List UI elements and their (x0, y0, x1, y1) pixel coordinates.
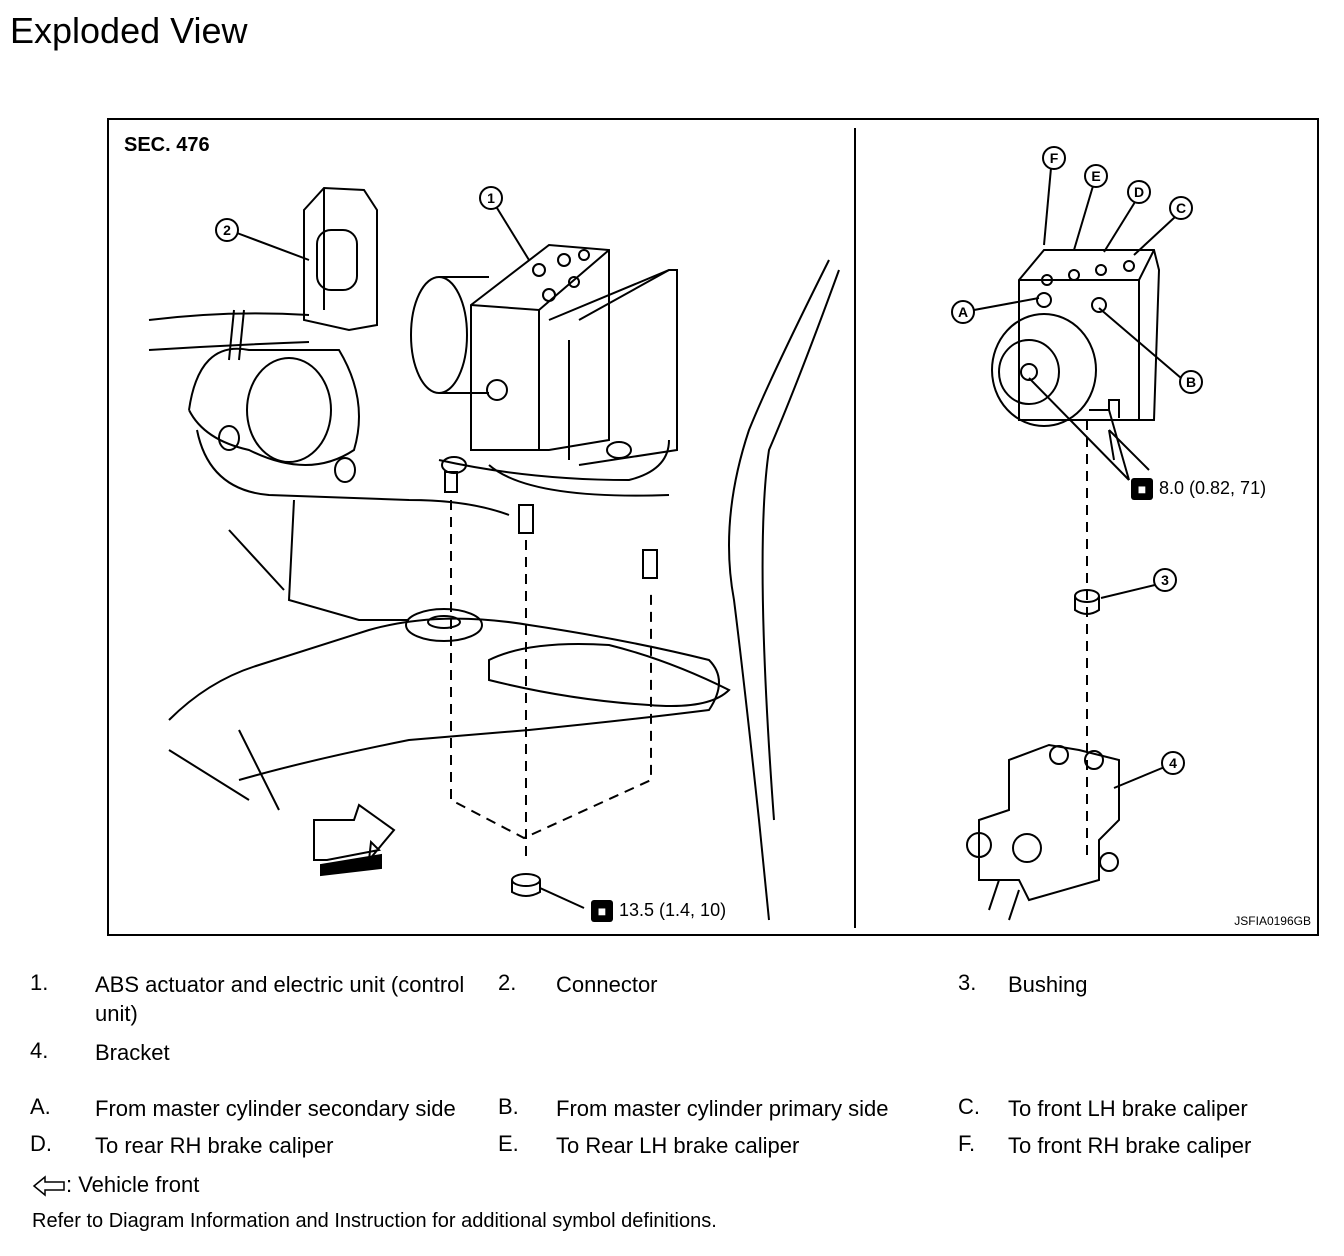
legend-part-num: 4. (30, 1038, 49, 1063)
callout-E-label: E (1091, 168, 1100, 184)
legend-port-text: To front LH brake caliper (1008, 1096, 1248, 1121)
refer-note: Refer to Diagram Information and Instruc… (32, 1210, 717, 1232)
callout-4-bubble (1161, 751, 1185, 775)
callout-C-label: C (1176, 200, 1186, 216)
legend-part-text: ABS actuator and electric unit (control … (95, 972, 465, 1026)
bracket-right-drawing (966, 743, 1168, 921)
body-side-line (728, 259, 830, 921)
callout-A-label: A (958, 304, 968, 320)
callout-F-label: F (1050, 150, 1059, 166)
legend-part-num: 2. (498, 970, 517, 995)
vehicle-front-note: : Vehicle front (32, 1172, 199, 1198)
abs-actuator-drawing (410, 243, 678, 497)
mount-guides (444, 471, 658, 860)
legend-part-num: 3. (958, 970, 977, 995)
legend-port-letter: B. (498, 1094, 519, 1119)
vehicle-front-arrow-icon (32, 1175, 65, 1197)
vehicle-front-arrow (313, 803, 396, 877)
abs-actuator-right-drawing (991, 249, 1161, 427)
legend-part-text: Connector (556, 972, 658, 997)
legend-port-letter: C. (958, 1094, 980, 1119)
bushing-right (1074, 583, 1160, 615)
callout-E-bubble (1084, 164, 1108, 188)
callout-2-bubble (215, 218, 310, 261)
vehicle-front-text: : Vehicle front (66, 1172, 200, 1197)
torque-spec-right: ■ 8.0 (0.82, 71) (1131, 478, 1267, 501)
callout-B-label: B (1186, 374, 1196, 390)
torque-left-value: 13.5 (1.4, 10) (619, 900, 727, 920)
legend-port-letter: F. (958, 1131, 976, 1156)
legend-part-num: 1. (30, 970, 49, 995)
legend-port-text: From master cylinder primary side (556, 1096, 889, 1121)
connector-drawing (148, 186, 378, 361)
callout-1-label: 1 (487, 190, 495, 206)
body-panel-drawing (188, 347, 510, 621)
legend-port-text: From master cylinder secondary side (95, 1096, 456, 1121)
callout-2-label: 2 (223, 222, 231, 238)
section-label: SEC. 476 (124, 134, 210, 156)
legend-port-text: To Rear LH brake caliper (556, 1133, 800, 1158)
torque-spec-left: ■ 13.5 (1.4, 10) (591, 900, 727, 923)
legend-port-letter: D. (30, 1131, 52, 1156)
page-title: Exploded View (10, 10, 248, 51)
callout-3-bubble (1153, 568, 1177, 592)
legend-part-text: Bracket (95, 1040, 170, 1065)
callout-4-label: 4 (1169, 755, 1177, 771)
legend-port-text: To front RH brake caliper (1008, 1133, 1252, 1158)
figure-id: JSFIA0196GB (1234, 914, 1311, 928)
callout-C-bubble (1169, 196, 1193, 220)
crossmember-drawing (168, 608, 731, 811)
callout-1-bubble (479, 186, 530, 261)
callout-A-bubble (951, 300, 975, 324)
figure-drawing: 1 2 3 4 A B C D E F (148, 128, 1203, 928)
bushing-nut-left (511, 873, 585, 909)
callout-B-bubble (1179, 370, 1203, 394)
legend-port-letter: A. (30, 1094, 51, 1119)
torque-wrench-icon: ■ (1131, 478, 1153, 501)
legend-part-text: Bushing (1008, 972, 1088, 997)
exploded-view-figure: 1 2 3 4 A B C D E F SEC. 476 ■ 13.5 (1.4,… (107, 118, 1319, 936)
callout-3-label: 3 (1161, 572, 1169, 588)
torque-right-value: 8.0 (0.82, 71) (1159, 478, 1267, 498)
callout-D-bubble (1127, 180, 1151, 204)
torque-wrench-icon: ■ (591, 900, 613, 923)
legend-port-letter: E. (498, 1131, 519, 1156)
callout-F-bubble (1042, 146, 1066, 170)
callout-D-label: D (1134, 184, 1144, 200)
legend-port-text: To rear RH brake caliper (95, 1133, 334, 1158)
